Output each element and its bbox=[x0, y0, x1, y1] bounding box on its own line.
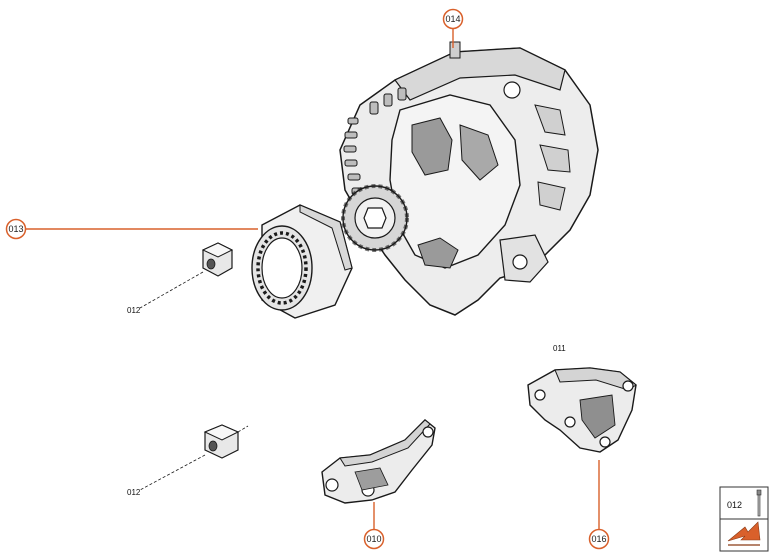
callout-014[interactable]: 014 bbox=[442, 8, 464, 30]
nut-lower-axis bbox=[139, 454, 206, 491]
alternator-part[interactable] bbox=[339, 41, 599, 316]
nut-upper-axis bbox=[139, 271, 204, 309]
nut-upper-part[interactable] bbox=[201, 242, 234, 277]
callout-010[interactable]: 010 bbox=[363, 528, 385, 550]
callout-016[interactable]: 016 bbox=[588, 528, 610, 550]
alternator-pulley bbox=[341, 184, 409, 252]
nut-lower-part[interactable] bbox=[203, 424, 240, 459]
nut-lower-axis-top bbox=[237, 425, 249, 433]
bracket-016-part[interactable] bbox=[527, 367, 637, 453]
callout-014-label: 014 bbox=[445, 14, 460, 24]
label-012-lower: 012 bbox=[127, 488, 141, 497]
callout-016-label: 016 bbox=[591, 534, 606, 544]
label-012-upper: 012 bbox=[127, 306, 141, 315]
bolt-icon bbox=[756, 489, 762, 517]
splined-coupling-part[interactable] bbox=[251, 204, 353, 319]
cooling-fins bbox=[343, 87, 407, 195]
legend-part-label: 012 bbox=[727, 500, 742, 510]
callout-013[interactable]: 013 bbox=[5, 218, 27, 240]
callout-013-label: 013 bbox=[8, 224, 23, 234]
label-011: 011 bbox=[553, 344, 566, 353]
legend-box: 012 bbox=[719, 486, 769, 552]
next-page-arrow-icon[interactable] bbox=[727, 521, 761, 546]
callout-010-label: 010 bbox=[366, 534, 381, 544]
bracket-010-part[interactable] bbox=[321, 419, 436, 504]
